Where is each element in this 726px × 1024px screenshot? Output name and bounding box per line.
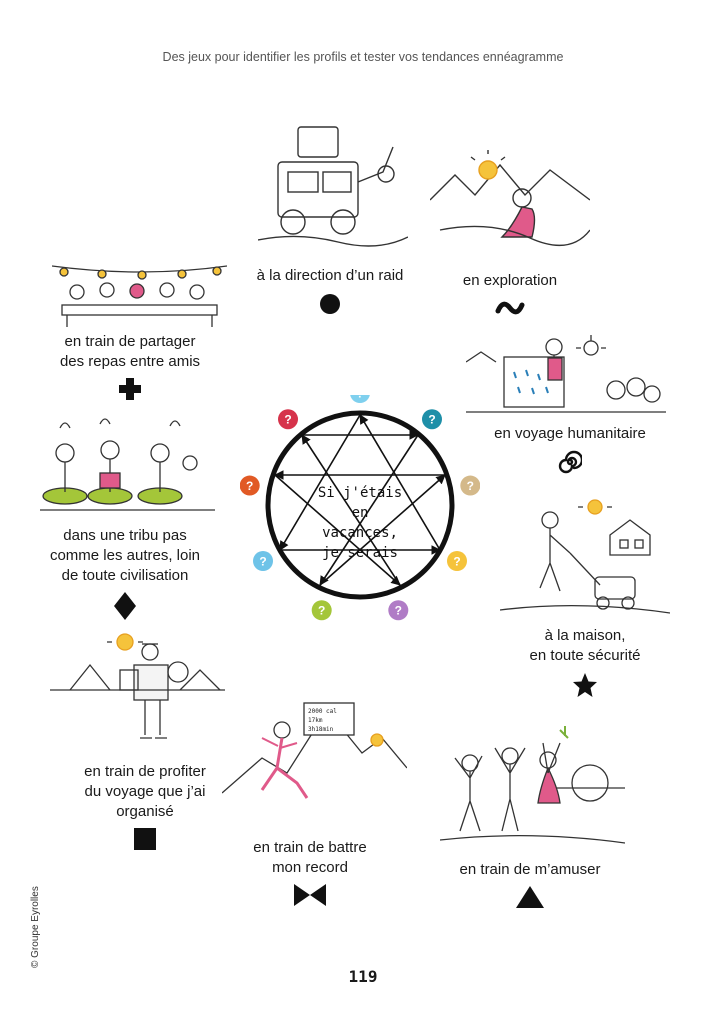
record-runner-illustration: 2000 cal 17km 3h18min (222, 702, 407, 799)
item-humanitarian: en voyage humanitaire (480, 424, 660, 474)
arrow-line (301, 434, 401, 586)
tribe-illustration (40, 418, 215, 511)
item-tribe: dans une tribu pas comme les autres, loi… (25, 526, 225, 620)
question-dot (460, 475, 480, 496)
question-dot (350, 395, 370, 403)
shared-meal-illustration (52, 265, 227, 327)
raid-jeep-illustration (258, 126, 408, 247)
center-text-line3: vacances, (322, 525, 398, 541)
tilde-symbol-icon (495, 301, 525, 315)
caption-exploration: en exploration (462, 272, 558, 289)
question-dot (446, 551, 467, 571)
record-sign-line2: 17km (308, 717, 323, 724)
question-mark: ? (284, 413, 291, 427)
humanitarian-illustration (466, 335, 666, 413)
record-sign-line3: 3h18min (308, 726, 334, 733)
arrow-line (279, 414, 361, 551)
item-exploration: en exploration (430, 271, 590, 319)
triangle-symbol-icon (516, 886, 544, 908)
caption-raid: à la direction d’un raid (256, 267, 404, 284)
caption-home: à la maison, en toute sécurité (529, 627, 641, 664)
item-home: à la maison, en toute sécurité (490, 626, 680, 698)
caption-tribe: dans une tribu pas comme les autres, loi… (49, 527, 201, 584)
caption-shared-meals: en train de partager des repas entre ami… (59, 333, 201, 370)
question-mark: ? (259, 555, 266, 569)
question-dot (311, 600, 332, 621)
caption-humanitarian: en voyage humanitaire (494, 425, 646, 442)
question-mark: ? (246, 479, 253, 493)
question-mark: ? (356, 395, 363, 401)
question-mark: ? (428, 413, 435, 427)
organized-trip-illustration (50, 633, 225, 739)
item-raid: à la direction d’un raid (230, 266, 430, 316)
copyright-text: © Groupe Eyrolles (30, 886, 41, 968)
question-dot (240, 475, 260, 496)
record-sign-line1: 2000 cal (308, 708, 337, 715)
arrow-line (359, 414, 441, 551)
diamond-symbol-icon (114, 592, 136, 620)
question-mark: ? (453, 555, 460, 569)
bowtie-symbol-icon (294, 884, 326, 906)
center-text-line1: Si j'étais (318, 485, 402, 501)
having-fun-illustration (440, 726, 625, 844)
item-record: en train de battre mon record (215, 838, 405, 906)
item-fun: en train de m’amuser (440, 860, 620, 908)
arrow-line (319, 474, 446, 586)
center-text-line2: en (352, 505, 369, 521)
cross-symbol-icon (119, 378, 141, 400)
arrow-line (274, 474, 401, 586)
item-organized-trip: en train de profiter du voyage que j’ai … (45, 762, 245, 850)
question-dot (253, 551, 274, 571)
caption-fun: en train de m’amuser (459, 861, 601, 878)
exploration-illustration (430, 150, 590, 247)
question-dot (278, 409, 299, 430)
question-mark: ? (318, 604, 325, 618)
arrow-line (319, 434, 419, 586)
question-mark: ? (467, 479, 474, 493)
question-dot (388, 600, 409, 621)
page-header: Des jeux pour identifier les profils et … (162, 50, 564, 64)
star-symbol-icon (573, 673, 597, 697)
circle-symbol-icon (320, 294, 340, 314)
square-symbol-icon (134, 828, 156, 850)
caption-record: en train de battre mon record (253, 839, 367, 876)
spiral-symbol-icon (558, 450, 582, 474)
item-shared-meals: en train de partager des repas entre ami… (30, 332, 230, 400)
center-text-line4: je serais (322, 545, 398, 561)
question-dot (421, 409, 442, 430)
enneagram-circle (265, 410, 455, 600)
page-number: 119 (348, 967, 378, 986)
caption-organized-trip: en train de profiter du voyage que j’ai … (84, 763, 206, 820)
question-mark: ? (395, 604, 402, 618)
home-lawnmower-illustration (500, 495, 670, 614)
enneagram-diagram: Si j'étais en vacances, je serais ??????… (240, 395, 480, 621)
